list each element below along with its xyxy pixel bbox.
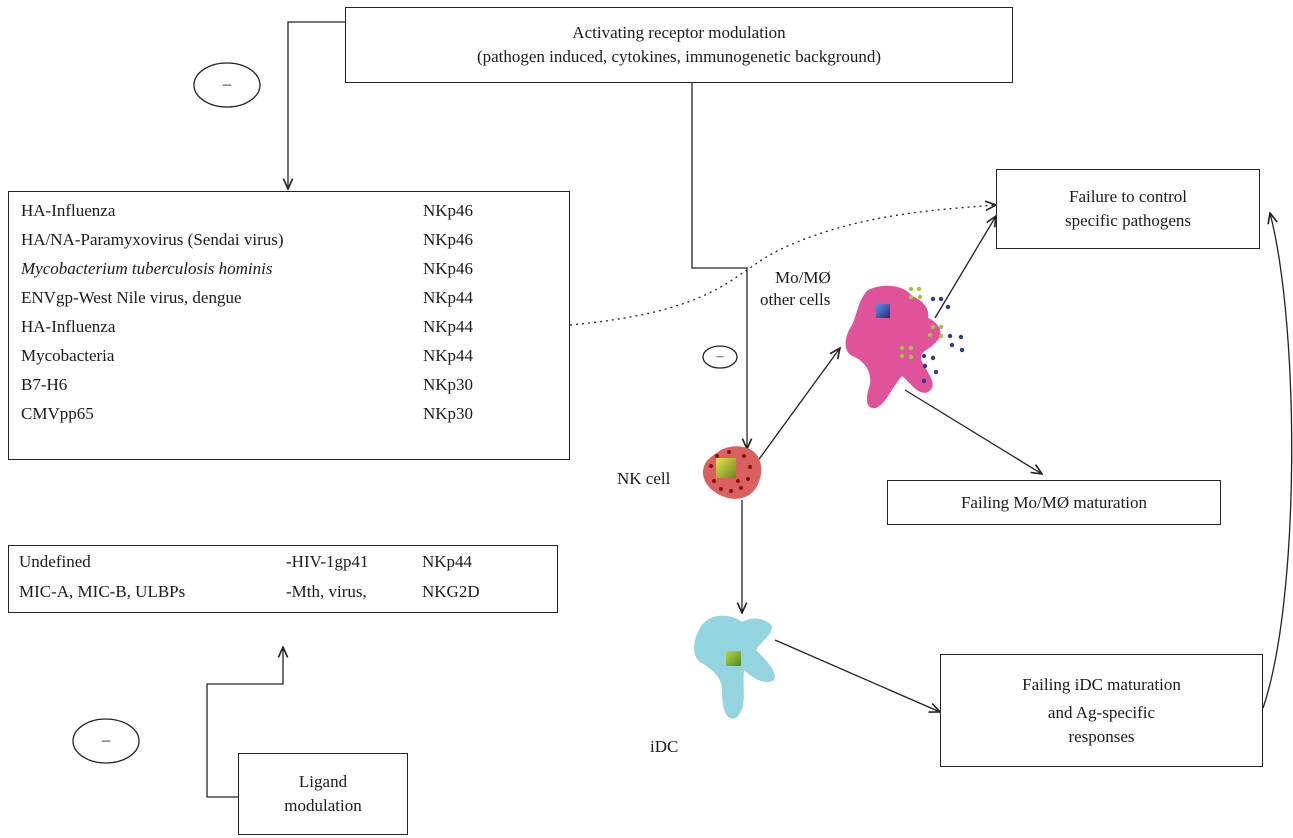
failure-to-control-line1: Failure to control xyxy=(1068,187,1188,206)
receptor-table-receptor: NKp46 xyxy=(423,259,474,278)
ligand-table-source: -HIV-1gp41 xyxy=(286,552,369,571)
receptor-modulation-box: Activating receptor modulation (pathogen… xyxy=(345,7,1013,83)
receptor-table-ligand: Mycobacteria xyxy=(21,346,115,365)
receptor-table-ligand: HA/NA-Paramyxovirus (Sendai virus) xyxy=(21,230,284,249)
receptor-table-ligand: CMVpp65 xyxy=(21,404,94,423)
receptor-table-ligand: HA-Influenza xyxy=(21,201,116,220)
ligand-table-receptor: NKp44 xyxy=(422,552,473,571)
nk-cell-label: NK cell xyxy=(617,469,671,488)
failing-idc-maturation-line3: responses xyxy=(1068,726,1135,746)
failing-mo-maturation-text: Failing Mo/MØ maturation xyxy=(960,492,1148,512)
receptor-table-ligand: HA-Influenza xyxy=(21,317,116,336)
idc-cell xyxy=(694,615,775,719)
receptor-table-receptor: NKp46 xyxy=(423,230,474,249)
arrow-idc-to-idc-maturation xyxy=(774,639,940,712)
mo-cells-label-line1: Mo/MØ xyxy=(775,266,831,290)
ligand-table-ligand: MIC-A, MIC-B, ULBPs xyxy=(19,582,186,601)
idc-nucleus xyxy=(726,651,741,666)
idc-label: iDC xyxy=(650,737,679,756)
inhibit-sign-top: – xyxy=(222,74,232,93)
mo-cells-label-line2: other cells xyxy=(760,290,831,309)
ligand-table-source: -Mth, virus, xyxy=(286,582,367,601)
failure-to-control-box: Failure to control specific pathogens xyxy=(996,169,1260,249)
inhibit-ellipse-top xyxy=(193,62,261,108)
inhibit-ellipse-bottom xyxy=(72,718,140,764)
nk-cell-granules xyxy=(709,450,752,493)
failing-idc-maturation-line1: Failing iDC maturation xyxy=(1022,674,1181,694)
failing-idc-maturation-line2: and Ag-specific xyxy=(1047,702,1156,722)
curved-arrow-idc-maturation-to-failure xyxy=(1262,213,1293,709)
arrow-nk-to-macrophage xyxy=(756,348,840,463)
connector-ligand-modulation-to-table xyxy=(206,647,283,798)
ligand-table-ligand: Undefined xyxy=(19,552,91,571)
arrow-macrophage-to-mo-maturation xyxy=(904,389,1042,474)
ligand-modulation-line1: Ligand xyxy=(298,772,348,791)
ligand-table-receptor: NKG2D xyxy=(422,582,480,601)
inhibit-sign-bottom: – xyxy=(101,730,111,749)
receptor-modulation-title: Activating receptor modulation xyxy=(572,23,786,42)
inhibit-sign-middle: – xyxy=(716,349,724,364)
failure-to-control-line2: specific pathogens xyxy=(1064,211,1192,230)
arrow-macrophage-to-failure xyxy=(934,216,996,319)
inhibit-ellipse-middle xyxy=(702,345,738,369)
macrophage-secretion-dots xyxy=(899,286,965,384)
receptor-table-receptor: NKp44 xyxy=(423,346,474,365)
receptor-table-ligand: ENVgp-West Nile virus, dengue xyxy=(21,288,242,307)
failing-mo-maturation-box: Failing Mo/MØ maturation xyxy=(887,480,1221,525)
failing-idc-maturation-box: Failing iDC maturation and Ag-specific r… xyxy=(940,654,1263,767)
receptor-modulation-subtitle: (pathogen induced, cytokines, immunogene… xyxy=(476,47,882,66)
connector-top-to-nk-cell xyxy=(691,83,747,449)
ligand-modulation-line2: modulation xyxy=(284,796,362,815)
nk-cell-nucleus xyxy=(716,458,736,478)
macrophage-cell xyxy=(845,285,965,409)
receptor-table-receptor: NKp30 xyxy=(423,404,474,423)
receptor-table-receptor: NKp44 xyxy=(423,288,474,307)
connector-top-to-receptor-table xyxy=(288,21,345,189)
ligand-modulation-box: Ligand modulation xyxy=(238,753,408,835)
macrophage-nucleus xyxy=(876,304,890,318)
receptor-table-ligand: B7-H6 xyxy=(21,375,68,394)
receptor-table-receptor: NKp46 xyxy=(423,201,474,220)
receptor-table-receptor: NKp30 xyxy=(423,375,474,394)
receptor-table-receptor: NKp44 xyxy=(423,317,474,336)
nk-cell xyxy=(702,446,762,499)
receptor-table-ligand: Mycobacterium tuberculosis hominis xyxy=(21,259,273,278)
